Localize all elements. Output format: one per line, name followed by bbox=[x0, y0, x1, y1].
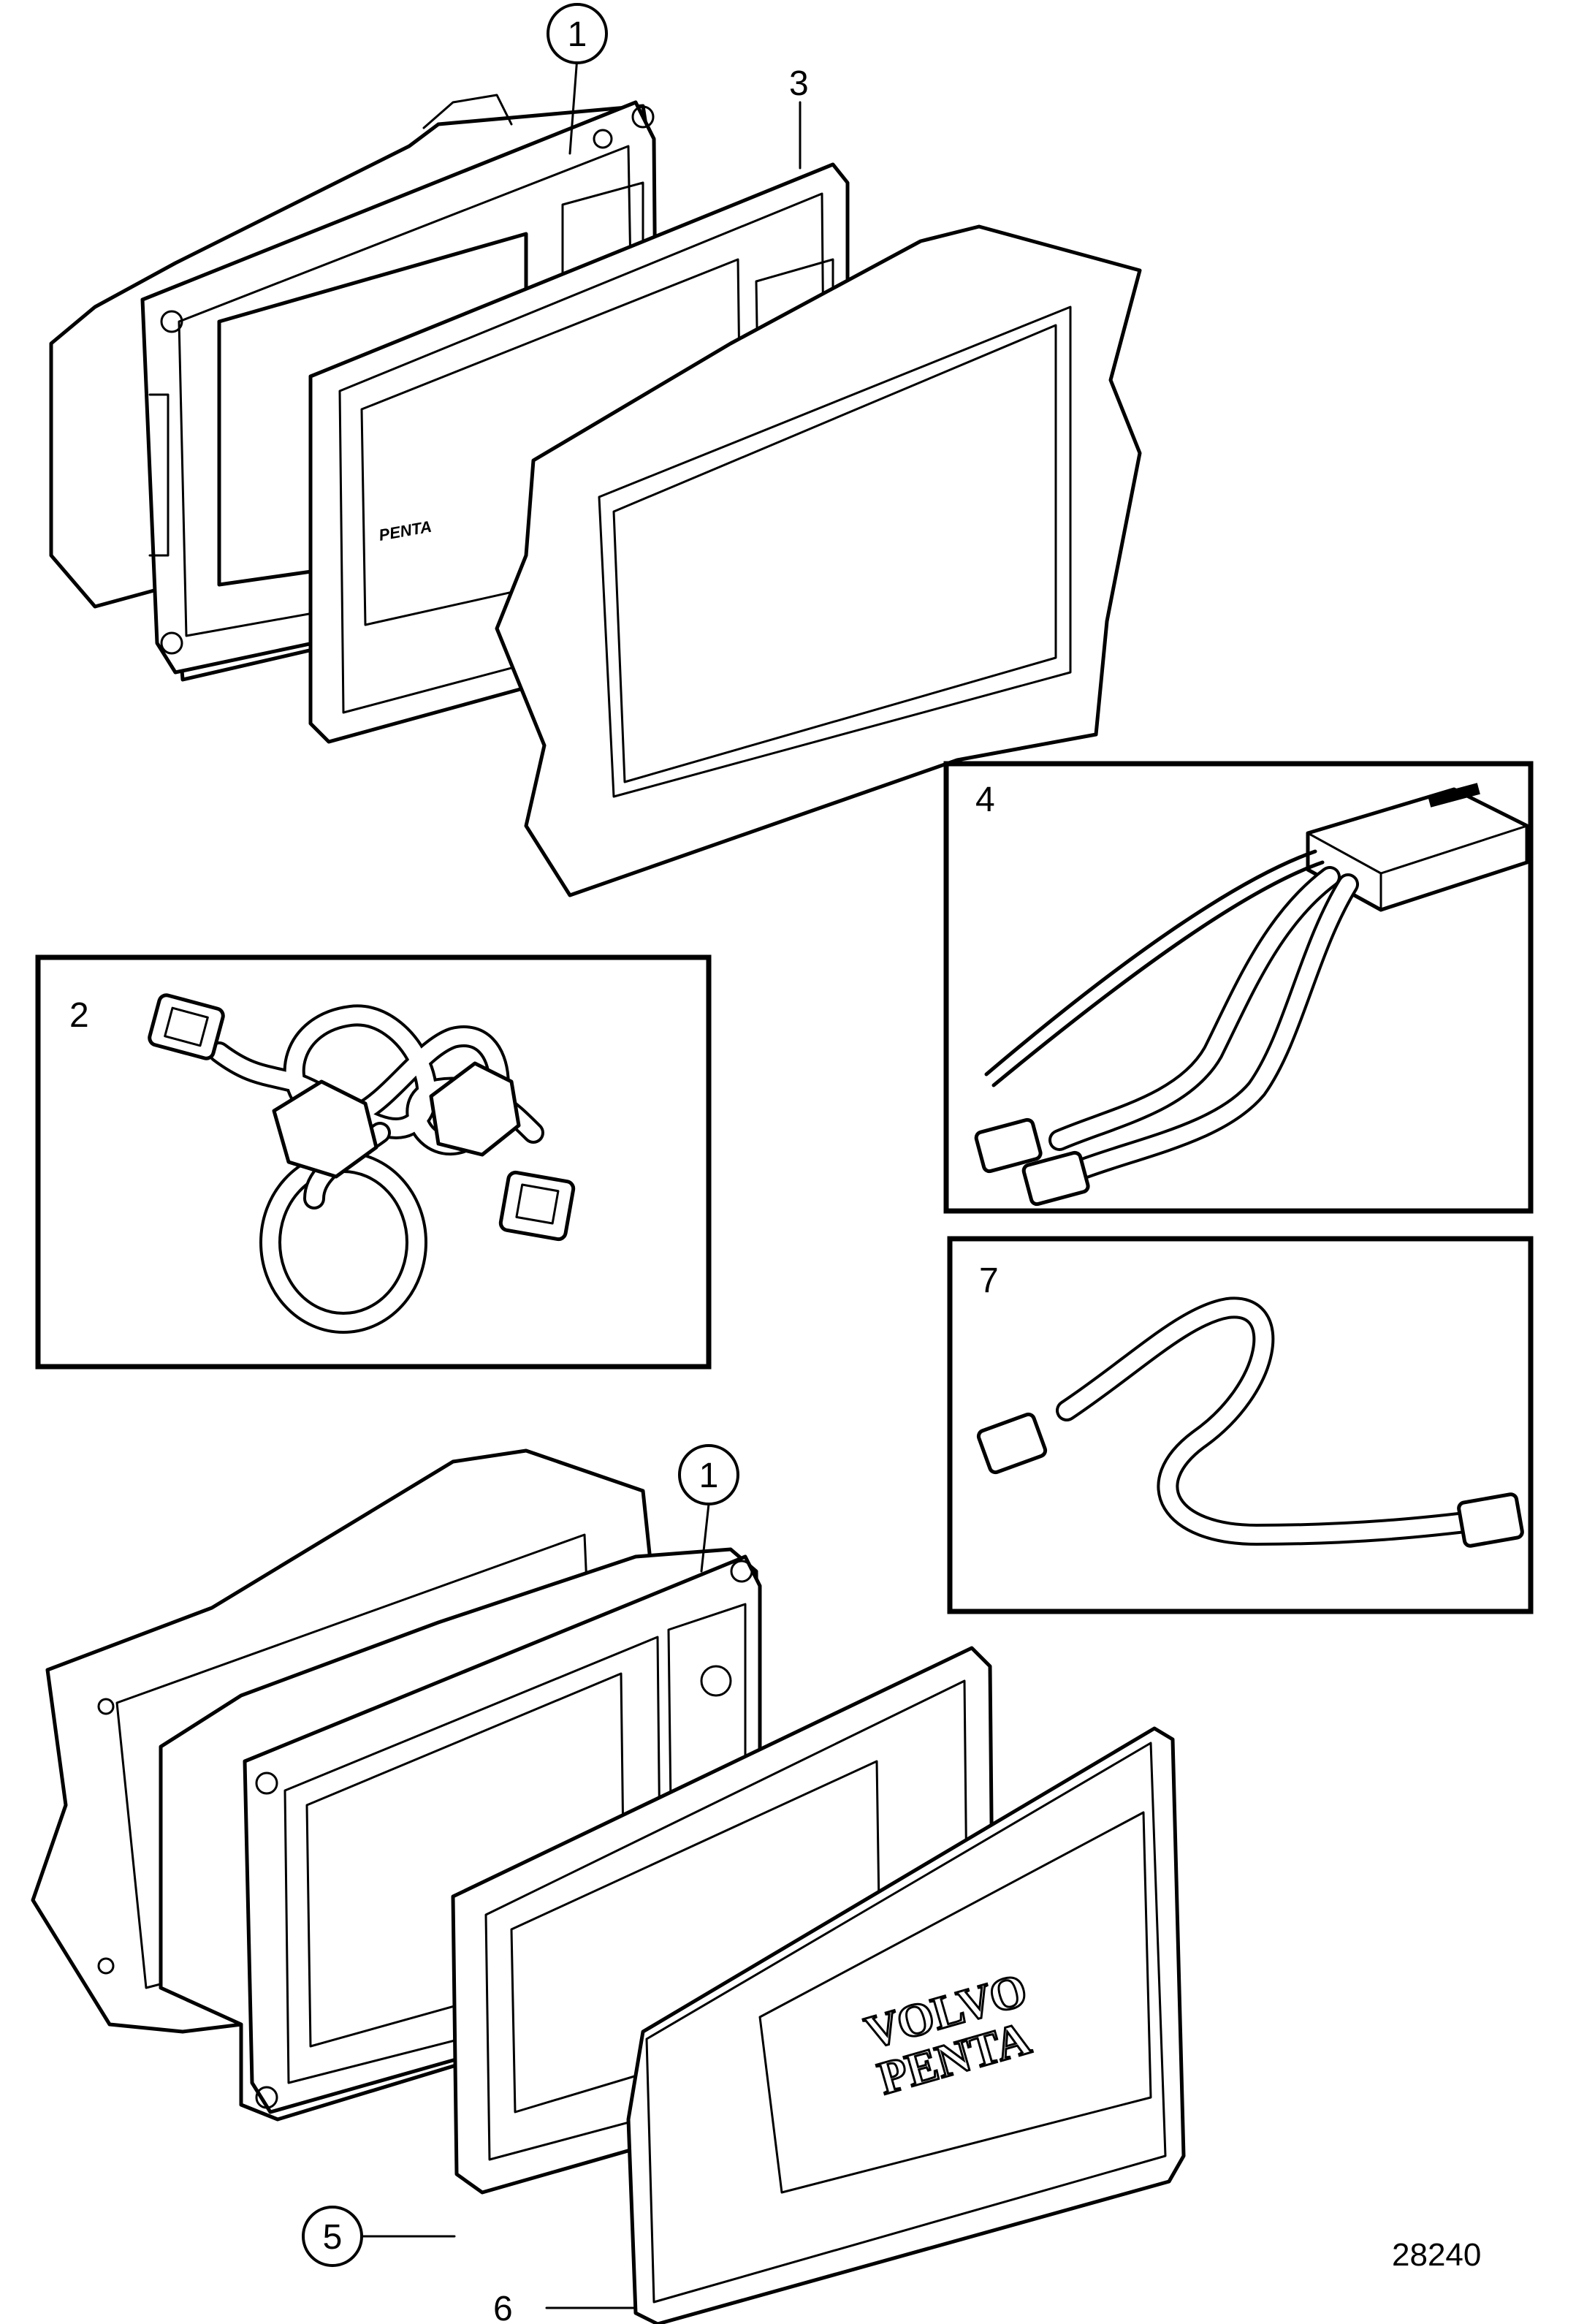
callout-1-bottom: 1 bbox=[678, 1444, 739, 1505]
part-3-label: 3 bbox=[789, 64, 809, 103]
callout-5-text: 5 bbox=[323, 2218, 343, 2257]
callout-1-top-text: 1 bbox=[568, 15, 587, 54]
part-4-box: 4 bbox=[943, 761, 1534, 1214]
part-7-box: 7 bbox=[947, 1236, 1534, 1614]
callout-1-bottom-text: 1 bbox=[699, 1457, 719, 1495]
figure-number: 28240 bbox=[1392, 2237, 1481, 2273]
part-7-label: 7 bbox=[979, 1261, 999, 1300]
leader-line-1 bbox=[568, 56, 579, 155]
gasket-top bbox=[495, 224, 1142, 897]
callout-1-top: 1 bbox=[547, 3, 608, 64]
part-6-label: 6 bbox=[493, 2290, 513, 2324]
callout-5: 5 bbox=[302, 2206, 363, 2267]
part-4-label: 4 bbox=[975, 781, 995, 819]
leader-line-1b bbox=[700, 1503, 710, 1573]
label-plate bbox=[1428, 783, 1480, 808]
protective-cover: VOLVO PENTA bbox=[626, 1726, 1186, 2324]
cover-brand-logo: VOLVO PENTA bbox=[859, 1962, 1037, 2105]
part-2-box: 2 bbox=[35, 954, 712, 1370]
part-2-label: 2 bbox=[69, 996, 89, 1035]
